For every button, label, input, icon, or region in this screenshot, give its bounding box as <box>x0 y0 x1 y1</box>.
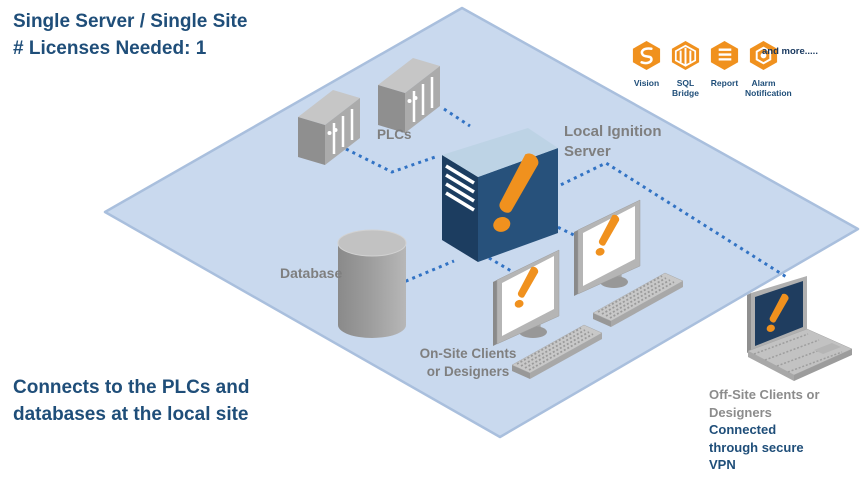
connection-database-line <box>398 259 455 286</box>
onsite-clients-label: On-Site Clients or Designers <box>416 345 520 381</box>
offsite-vpn-line-1: Connected <box>709 422 777 437</box>
connection-plc-left-line <box>345 147 439 174</box>
footer-line-1: Connects to the PLCs and <box>13 377 250 398</box>
server-label-line-1: Local Ignition <box>564 123 662 140</box>
title-line-2: # Licenses Needed: 1 <box>13 38 207 59</box>
onsite-label-line-1: On-Site Clients <box>419 346 517 361</box>
module-label: Alarm Notification <box>745 78 792 98</box>
offsite-vpn-line-3: VPN <box>709 457 736 472</box>
module-label: Report <box>710 78 739 88</box>
offsite-label-line-2: Designers <box>709 404 772 420</box>
offsite-clients-label: Off-Site Clients or Designers Connected … <box>709 386 820 474</box>
connection-monitor-right-line <box>544 219 579 239</box>
connection-monitor-left-line <box>488 256 514 274</box>
connection-plc-right-line <box>443 107 471 128</box>
database-label: Database <box>280 265 343 281</box>
module-report: Report <box>706 39 743 98</box>
module-sql-bridge: SQL Bridge <box>667 39 704 98</box>
title-line-1: Single Server / Single Site <box>13 11 248 32</box>
plcs-label: PLCs <box>377 127 412 142</box>
alarm-notification-module-icon <box>749 40 778 71</box>
ignition-server <box>442 128 558 262</box>
sql-bridge-module-icon <box>671 40 700 71</box>
module-label: Vision <box>633 78 660 88</box>
and-more-text: and more..... <box>762 46 818 57</box>
offsite-vpn-line-2: through secure <box>709 439 804 455</box>
footer-line-2: databases at the local site <box>13 404 249 425</box>
vision-module-icon <box>632 40 661 71</box>
laptop <box>747 276 853 381</box>
page-title: Single Server / Single Site # Licenses N… <box>13 8 247 62</box>
onsite-label-line-2: or Designers <box>426 364 510 379</box>
module-vision: Vision <box>628 39 665 98</box>
footer-note: Connects to the PLCs and databases at th… <box>13 374 249 428</box>
module-alarm-notification: Alarm Notification <box>745 39 792 98</box>
report-module-icon <box>710 40 739 71</box>
server-label-line-2: Server <box>564 143 611 160</box>
module-label: SQL Bridge <box>672 78 699 98</box>
server-label: Local Ignition Server <box>564 122 662 162</box>
module-icons-row: Vision SQL Bridge Report Alarm Notific <box>628 39 792 98</box>
database-cylinder <box>337 229 407 338</box>
offsite-label-line-1: Off-Site Clients or <box>709 387 820 402</box>
